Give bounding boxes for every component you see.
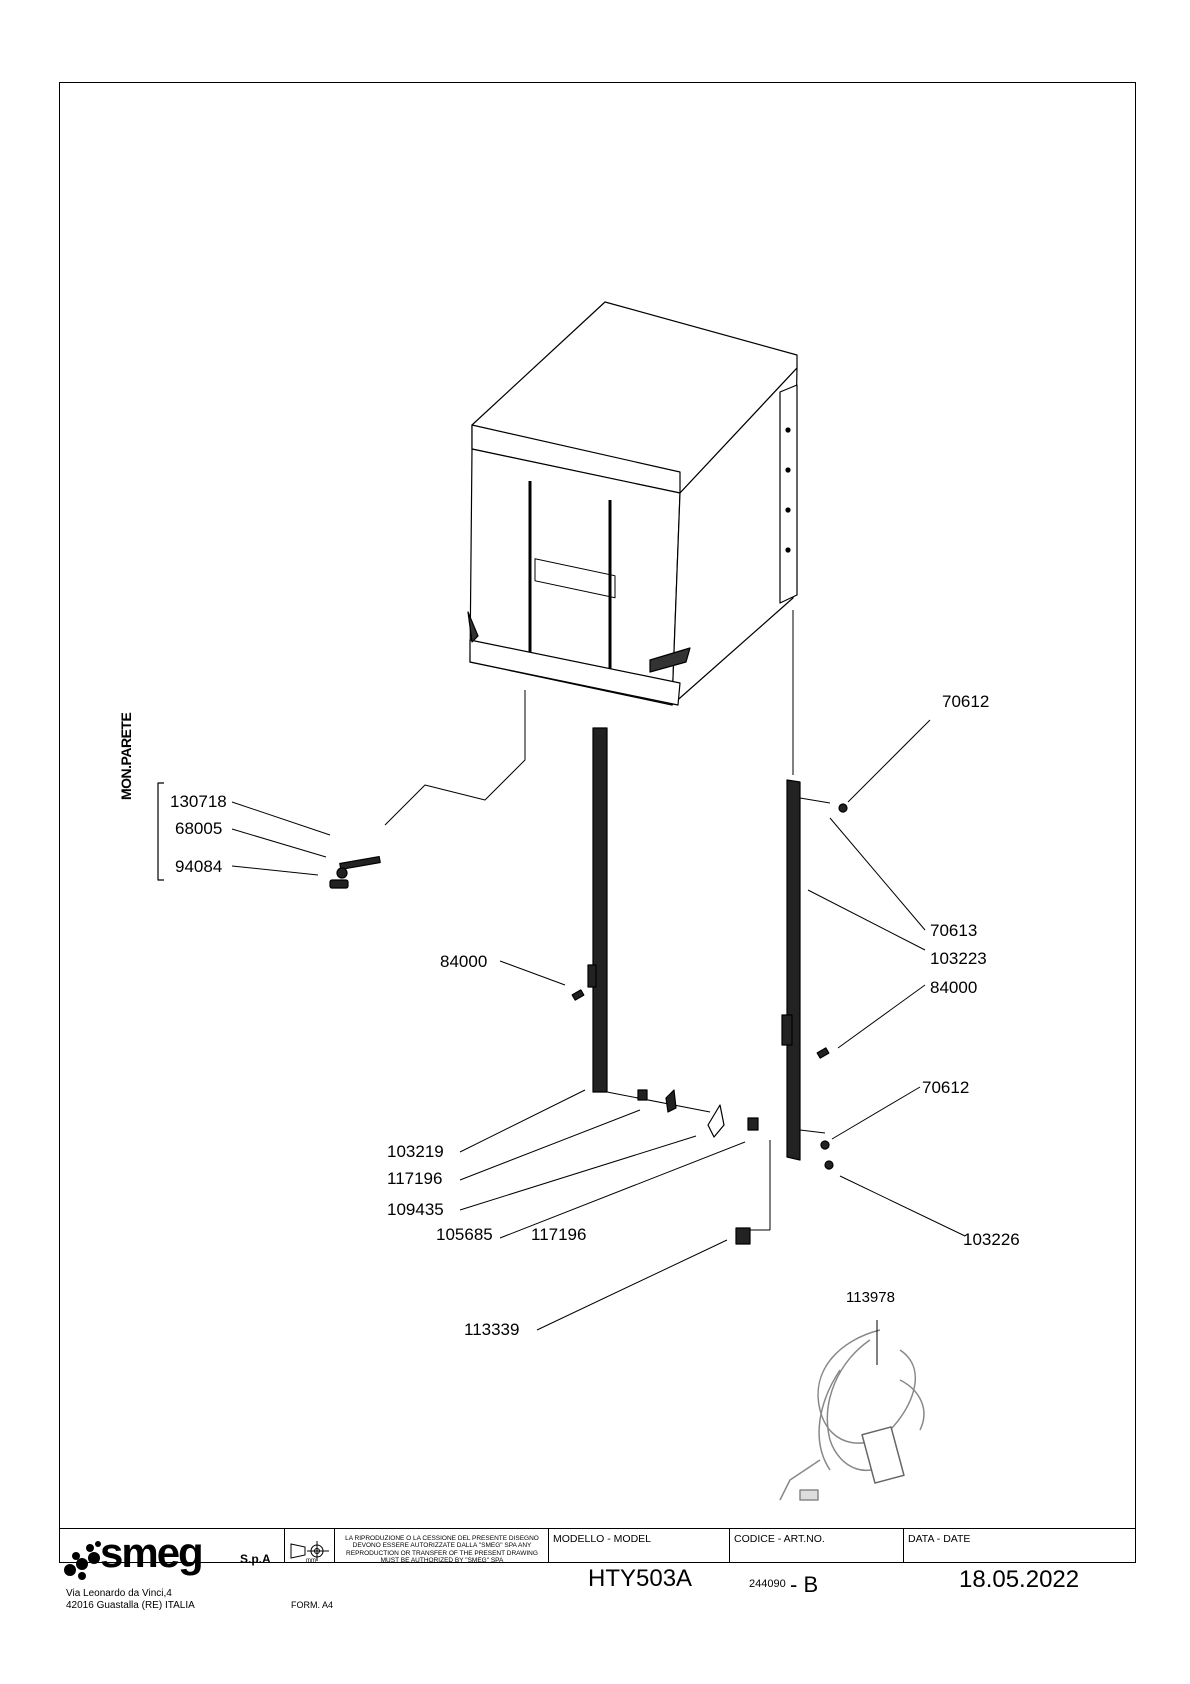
model-header: MODELLO - MODEL	[553, 1533, 652, 1545]
address-line-1: Via Leonardo da Vinci,4	[66, 1588, 172, 1599]
title-cell-code	[730, 1528, 904, 1563]
right-rail	[781, 779, 831, 1161]
wiring-harness	[779, 1329, 925, 1501]
title-cell-format	[285, 1528, 335, 1563]
part-label-70612: 70612	[942, 692, 990, 711]
title-cell-notice	[335, 1528, 549, 1563]
part-label-84000-left: 84000	[440, 952, 488, 971]
revision-value: - B	[790, 1572, 819, 1597]
small-parts	[329, 803, 848, 1245]
part-label-105685: 105685	[436, 1225, 493, 1244]
title-block-border	[59, 1528, 1136, 1529]
drawing-frame	[59, 82, 1136, 1563]
part-label-84000-right: 84000	[930, 978, 978, 997]
part-label-103223: 103223	[930, 949, 987, 968]
smeg-logo-dots	[64, 1541, 101, 1580]
date-header: DATA - DATE	[908, 1533, 971, 1545]
part-label-70613: 70613	[930, 921, 978, 940]
title-cell-logo	[59, 1528, 285, 1563]
part-label-68005: 68005	[175, 819, 223, 838]
part-label-117196-right: 117196	[531, 1225, 587, 1244]
copyright-notice: LA RIPRODUZIONE O LA CESSIONE DEL PRESEN…	[345, 1535, 539, 1565]
format-label: FORM. A4	[291, 1600, 334, 1610]
part-label-113978: 113978	[846, 1289, 895, 1306]
group-label: MON.PARETE	[118, 712, 134, 800]
leader-lines	[231, 719, 966, 1331]
address-line-2: 42016 Guastalla (RE) ITALIA	[66, 1600, 195, 1611]
code-value: 244090	[749, 1578, 786, 1590]
part-label-70612-lower: 70612	[922, 1078, 970, 1097]
code-header: CODICE - ART.NO.	[734, 1533, 825, 1545]
date-value: 18.05.2022	[959, 1566, 1080, 1593]
part-label-94084: 94084	[175, 857, 223, 876]
projection-symbol-icon	[290, 1541, 329, 1561]
model-value: HTY503A	[588, 1565, 693, 1592]
part-label-109435: 109435	[387, 1200, 444, 1219]
part-label-113339: 113339	[464, 1320, 520, 1339]
dishwasher-body	[467, 301, 798, 706]
part-label-130718: 130718	[170, 792, 227, 811]
smeg-logo: smeg	[100, 1529, 204, 1576]
left-rail	[587, 727, 711, 1113]
title-cell-model	[549, 1528, 730, 1563]
part-label-117196-left: 117196	[387, 1169, 443, 1188]
logo-suffix: S.p.A	[240, 1552, 271, 1566]
unit-label: mm	[306, 1558, 316, 1564]
part-label-103226: 103226	[963, 1230, 1020, 1249]
part-label-103219: 103219	[387, 1142, 444, 1161]
